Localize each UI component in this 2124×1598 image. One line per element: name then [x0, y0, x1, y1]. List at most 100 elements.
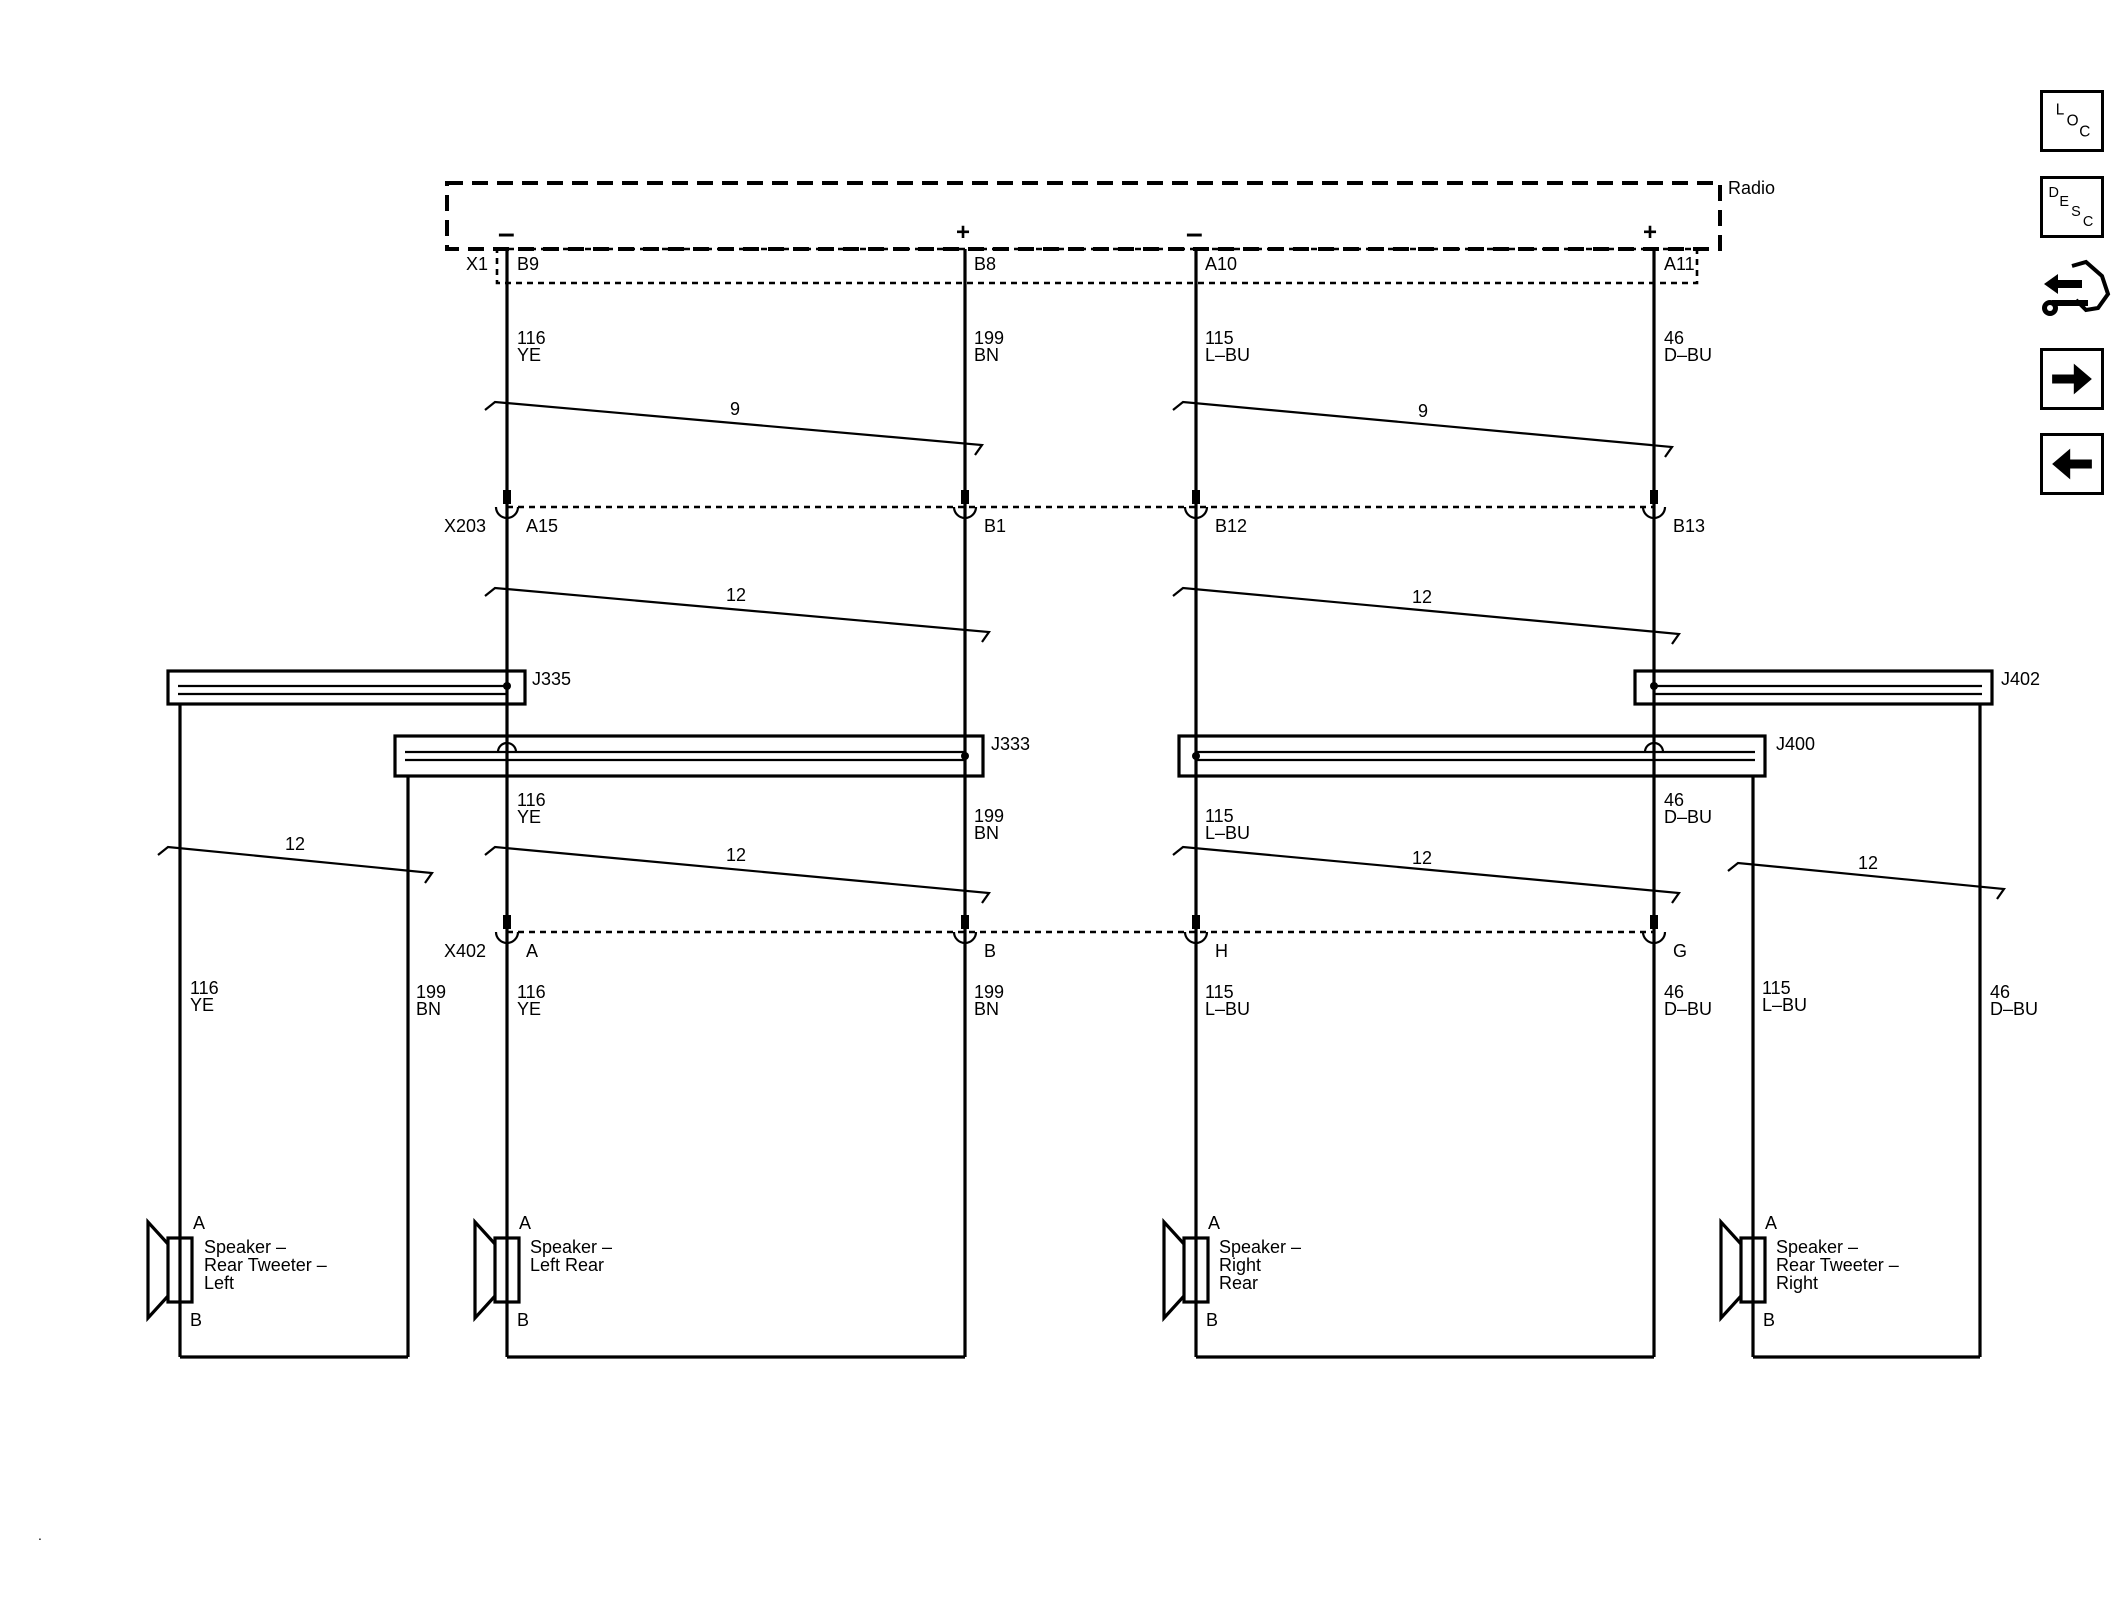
tweeter-left-wire-116-circuit: 116: [190, 978, 219, 998]
upper-wire-labels: 116 YE 199 BN 115 L–BU 46 D–BU: [517, 328, 1712, 365]
wire-115-lower-circuit: 115: [1205, 982, 1234, 1002]
desc-button[interactable]: D E S C: [2040, 176, 2104, 238]
lower-wire-labels: 116 YE 199 BN 115 L–BU 46 D–BU: [517, 982, 1712, 1019]
wire-115-upper-circuit: 115: [1205, 328, 1234, 348]
main-wires: [505, 249, 1656, 1357]
wire-46-mid-circuit: 46: [1664, 790, 1684, 810]
x1-connector-label: X1: [466, 254, 488, 274]
wire-199-upper-circuit: 199: [974, 328, 1004, 348]
svg-text:9: 9: [730, 399, 740, 419]
svg-text:Speaker –: Speaker –: [204, 1237, 286, 1257]
x203-pin-a15: A15: [526, 516, 558, 536]
pin-b9-label: B9: [517, 254, 539, 274]
x203-label: X203: [444, 516, 486, 536]
wire-199-mid-circuit: 199: [974, 806, 1004, 826]
svg-text:Rear Tweeter –: Rear Tweeter –: [1776, 1255, 1899, 1275]
twisted-pair-mid-left: 12: [484, 585, 991, 643]
pin-b8-polarity: +: [956, 219, 970, 246]
svg-text:Left Rear: Left Rear: [530, 1255, 604, 1275]
loc-button[interactable]: L O C: [2040, 90, 2104, 152]
svg-text:12: 12: [1412, 848, 1432, 868]
pin-a11-polarity: +: [1643, 219, 1657, 246]
loc-icon: L O C: [2056, 102, 2091, 141]
svg-text:12: 12: [285, 834, 305, 854]
svg-text:Rear: Rear: [1219, 1273, 1258, 1293]
twisted-pair-upper-left: 9: [484, 399, 984, 456]
pin-b9-polarity: –: [498, 217, 515, 250]
connector-wrench-icon: [2042, 259, 2111, 316]
splice-j400: J400: [1177, 734, 1815, 778]
svg-text:B: B: [1206, 1310, 1218, 1330]
svg-text:S: S: [2071, 204, 2081, 220]
j400-label: J400: [1776, 734, 1815, 754]
speaker-rear-tweeter-left: A B Speaker – Rear Tweeter – Left: [146, 1213, 408, 1359]
svg-text:12: 12: [1412, 587, 1432, 607]
svg-text:Speaker –: Speaker –: [1776, 1237, 1858, 1257]
wire-46-mid-color: D–BU: [1664, 807, 1712, 827]
twisted-pair-low-left: 12: [484, 845, 991, 904]
wire-115-mid-circuit: 115: [1205, 806, 1234, 826]
x203-connector: X203 A15 B1 B12 B13: [444, 490, 1705, 536]
wire-46-lower-color: D–BU: [1664, 999, 1712, 1019]
wire-115-mid-color: L–BU: [1205, 823, 1250, 843]
x402-pin-g: G: [1673, 941, 1687, 961]
x402-pin-h: H: [1215, 941, 1228, 961]
arrow-right-icon: [2052, 363, 2092, 395]
tweeter-wires: [178, 704, 1982, 1357]
speaker-rear-tweeter-right: A B Speaker – Rear Tweeter – Right: [1719, 1213, 1980, 1359]
connector-tool-button[interactable]: [2036, 256, 2112, 330]
tweeter-left-wire-199-color: BN: [416, 999, 441, 1019]
x402-label: X402: [444, 941, 486, 961]
next-page-button[interactable]: [2040, 348, 2104, 410]
svg-text:Right: Right: [1776, 1273, 1818, 1293]
svg-text:C: C: [2079, 123, 2090, 140]
tweeter-wire-labels: 116 YE 199 BN 115 L–BU 46 D–BU: [190, 978, 2038, 1019]
wire-116-mid-circuit: 116: [517, 790, 546, 810]
splice-j333: J333: [393, 734, 1030, 778]
svg-text:A: A: [193, 1213, 205, 1233]
radio-label: Radio: [1728, 178, 1775, 198]
arrow-left-icon: [2052, 448, 2092, 480]
svg-text:B: B: [190, 1310, 202, 1330]
j402-label: J402: [2001, 669, 2040, 689]
mid-wire-labels: 116 YE 199 BN 115 L–BU 46 D–BU: [517, 790, 1712, 843]
svg-text:12: 12: [726, 845, 746, 865]
wire-199-lower-circuit: 199: [974, 982, 1004, 1002]
svg-text:L: L: [2056, 102, 2065, 119]
tweeter-left-wire-199-circuit: 199: [416, 982, 446, 1002]
wire-116-lower-circuit: 116: [517, 982, 546, 1002]
svg-text:B: B: [1763, 1310, 1775, 1330]
svg-text:Rear Tweeter –: Rear Tweeter –: [204, 1255, 327, 1275]
corner-mark: .: [38, 1527, 42, 1543]
wire-116-lower-color: YE: [517, 999, 541, 1019]
desc-icon: D E S C: [2049, 185, 2094, 230]
svg-text:Right: Right: [1219, 1255, 1261, 1275]
svg-text:9: 9: [1418, 401, 1428, 421]
svg-text:12: 12: [726, 585, 746, 605]
tweeter-right-wire-46-circuit: 46: [1990, 982, 2010, 1002]
svg-text:A: A: [1765, 1213, 1777, 1233]
x402-connector: X402 A B H G: [444, 915, 1687, 961]
wire-46-lower-circuit: 46: [1664, 982, 1684, 1002]
x402-pin-b: B: [984, 941, 996, 961]
svg-text:E: E: [2059, 194, 2069, 210]
speaker-left-rear: A B Speaker – Left Rear: [473, 1213, 965, 1359]
svg-text:O: O: [2067, 113, 2079, 130]
wire-115-upper-color: L–BU: [1205, 345, 1250, 365]
pin-b8-label: B8: [974, 254, 996, 274]
previous-page-button[interactable]: [2040, 433, 2104, 495]
pin-a10-polarity: –: [1186, 217, 1203, 250]
svg-text:A: A: [1208, 1213, 1220, 1233]
wire-199-upper-color: BN: [974, 345, 999, 365]
wire-116-mid-color: YE: [517, 807, 541, 827]
x402-pin-a: A: [526, 941, 538, 961]
twisted-pair-tweeter-left: 12: [157, 834, 434, 884]
wire-115-lower-color: L–BU: [1205, 999, 1250, 1019]
twisted-pair-tweeter-right: 12: [1727, 853, 2006, 900]
wire-116-upper-circuit: 116: [517, 328, 546, 348]
x203-pin-b12: B12: [1215, 516, 1247, 536]
splice-j335: J335: [166, 669, 571, 706]
pin-a10-label: A10: [1205, 254, 1237, 274]
svg-text:Left: Left: [204, 1273, 234, 1293]
